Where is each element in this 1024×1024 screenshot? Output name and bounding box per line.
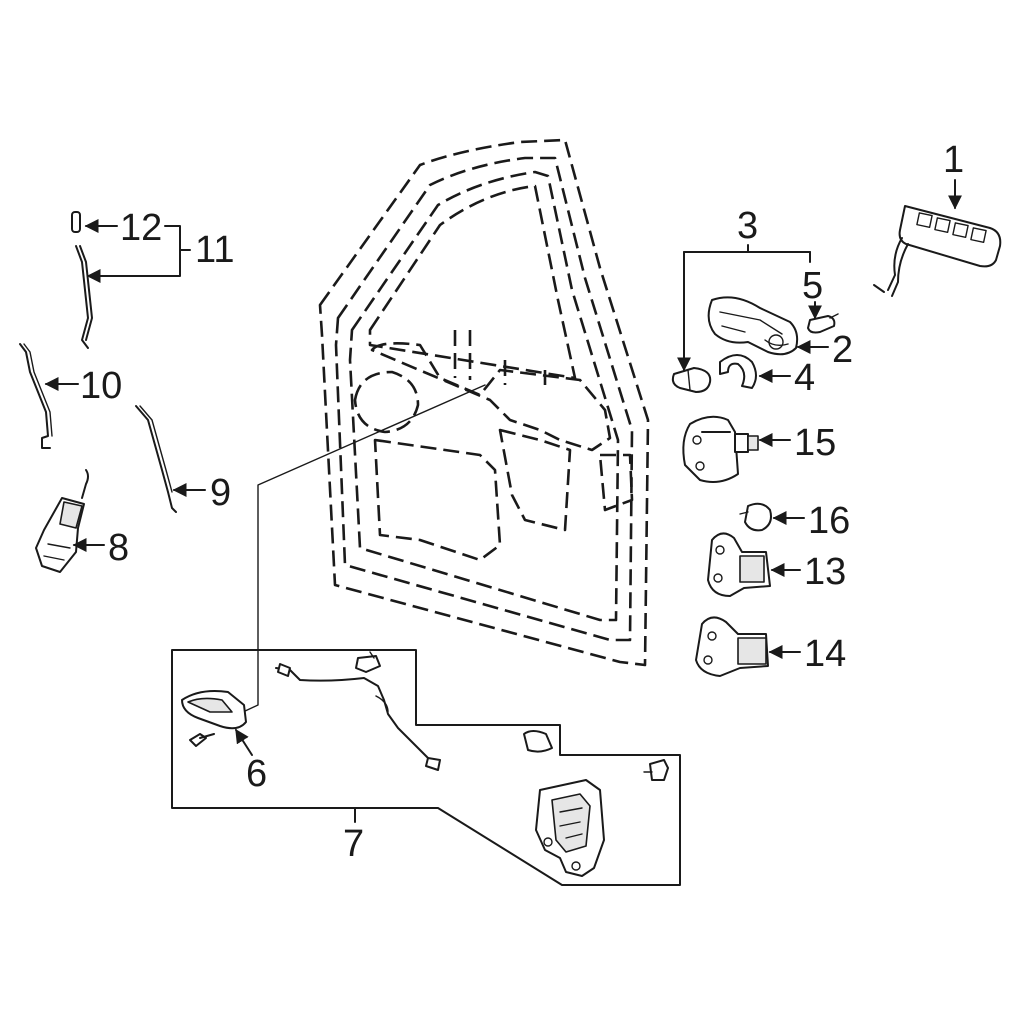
inside-handle-part [181, 690, 247, 747]
callout-11: 11 [195, 229, 234, 271]
outside-handle-part [707, 296, 799, 356]
rod-clip-12-part [71, 211, 81, 233]
callout-5: 5 [802, 265, 823, 307]
rod-clip-part [671, 367, 712, 393]
lock-actuator-part [35, 469, 89, 573]
callout-7: 7 [343, 823, 364, 865]
callout-8: 8 [108, 527, 129, 569]
callout-9: 9 [210, 472, 231, 514]
callout-14: 14 [804, 633, 846, 675]
latch-screw-part [643, 759, 669, 781]
callout-13: 13 [804, 551, 846, 593]
callout-2: 2 [832, 329, 853, 371]
callout-10: 10 [80, 365, 122, 407]
retainer-clip-part [719, 354, 757, 389]
control-rod-10-part [19, 343, 53, 449]
callout-6: 6 [246, 753, 267, 795]
lock-rod-11-part [75, 245, 93, 349]
bumper-part [739, 502, 772, 532]
window-switch-part [873, 205, 1002, 297]
callout-4: 4 [794, 357, 815, 399]
latch-cable-part [275, 663, 441, 771]
control-rod-9-part [135, 405, 177, 513]
door-check-part [682, 415, 759, 483]
door-shell-outline [318, 138, 650, 667]
latch-assembly-box [171, 649, 681, 886]
callout-labels: 1 2 3 4 5 6 7 8 9 10 11 12 13 14 15 16 [80, 139, 964, 865]
callout-3: 3 [737, 205, 758, 247]
latch-cover-part [523, 730, 553, 753]
upper-hinge-part [707, 532, 771, 597]
callout-lines [44, 179, 962, 823]
callout-16: 16 [808, 500, 850, 542]
lower-hinge-part [695, 616, 769, 677]
cable-clip-part [355, 651, 381, 673]
key-cylinder-part [807, 313, 839, 334]
callout-1: 1 [943, 139, 964, 181]
callout-12: 12 [120, 207, 162, 249]
door-latch-part [535, 779, 605, 877]
callout-15: 15 [794, 422, 836, 464]
handle-leader-line [242, 384, 486, 713]
